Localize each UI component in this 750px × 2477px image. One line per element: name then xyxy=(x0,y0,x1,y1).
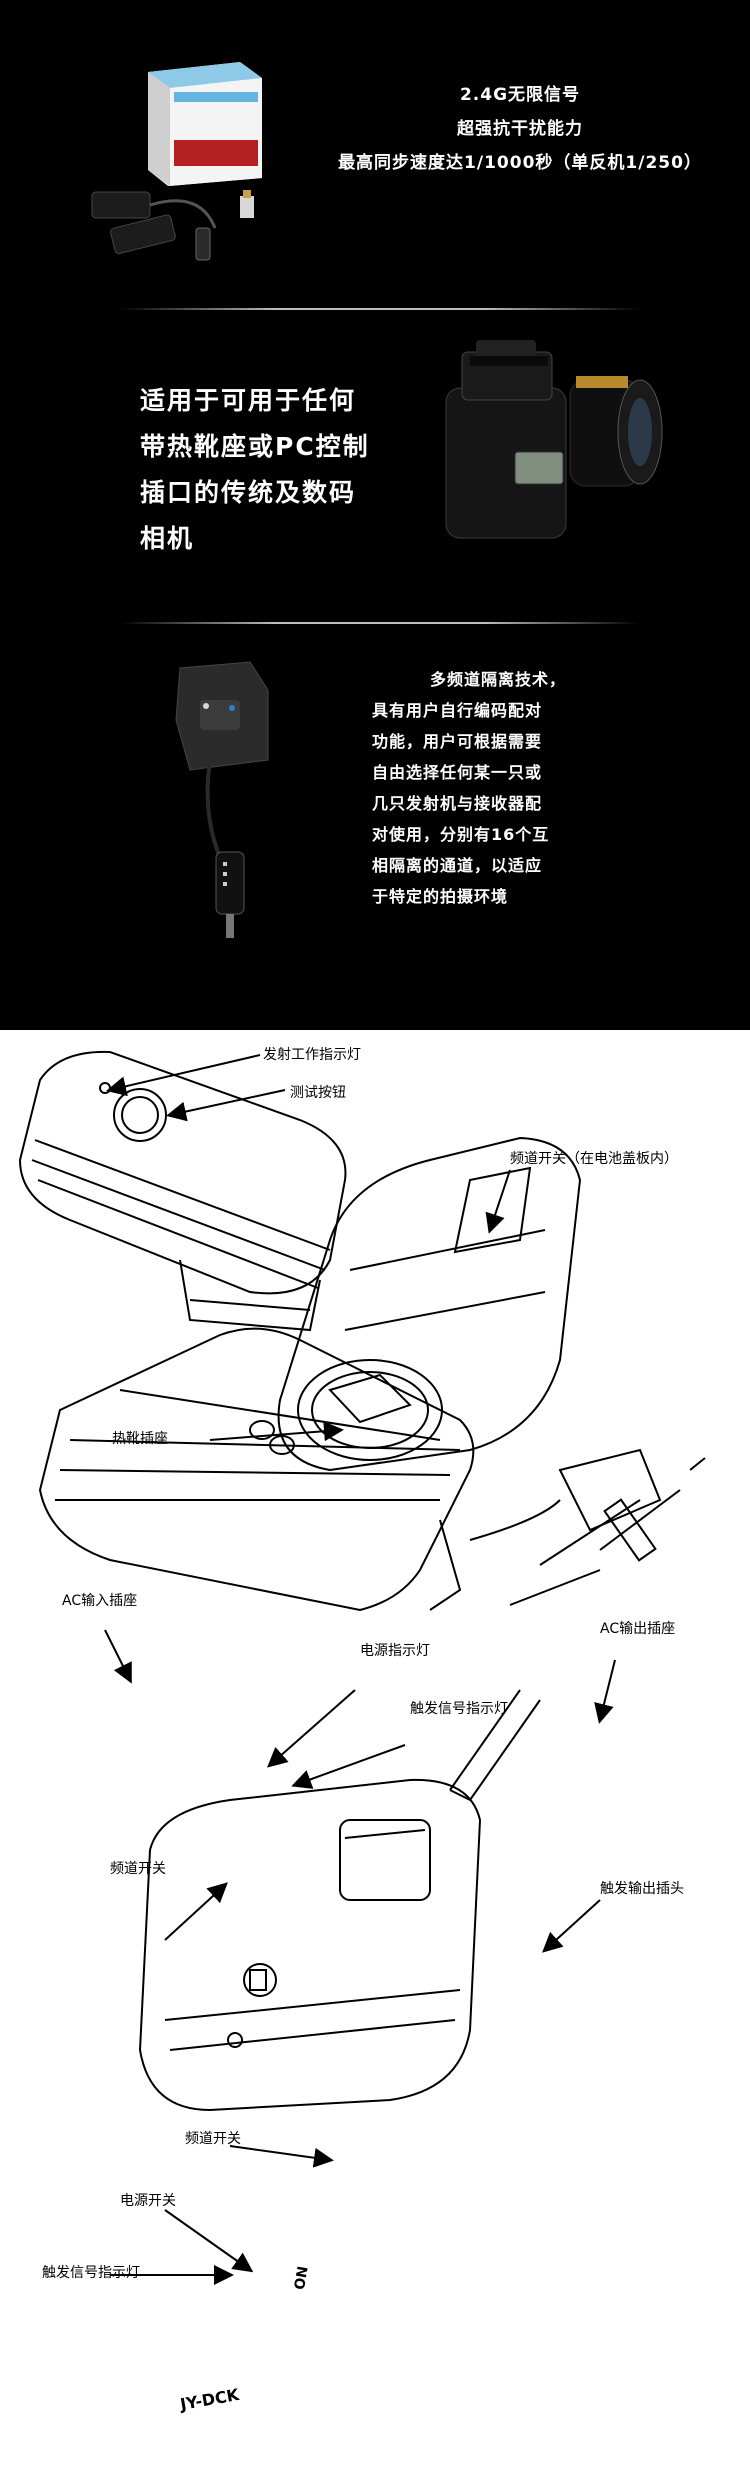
hand-receiver-drawing xyxy=(138,1778,482,2112)
label-ac-output: AC输出插座 xyxy=(600,1621,676,1637)
arrow-trigger-plug xyxy=(542,1899,601,1953)
divider-2 xyxy=(120,622,640,624)
device-line-drawings xyxy=(18,1050,706,2285)
compat-line-4: 相机 xyxy=(140,524,195,553)
arrow-channel-switch xyxy=(164,1882,228,1941)
feature-line-5: 几只发射机与接收器配 xyxy=(372,794,543,813)
arrow-hot-shoe xyxy=(209,1421,344,1442)
arrow-transmitter-led xyxy=(106,1054,261,1097)
divider-1 xyxy=(120,308,640,310)
receiver-drawing xyxy=(38,1327,475,1612)
label-channel-switch-battery: 频道开关（在电池盖板内） xyxy=(510,1151,678,1167)
receiver-with-cable xyxy=(175,661,269,938)
arrow-channel-battery xyxy=(485,1169,511,1234)
camera-illustration xyxy=(445,340,663,539)
hero-line-2: 超强抗干扰能力 xyxy=(457,119,583,139)
trigger-plug-drawing xyxy=(449,1689,541,1801)
feature-line-3: 功能，用户可根据需要 xyxy=(372,732,543,751)
dark-section: 2.4G无限信号 超强抗干扰能力 最高同步速度达1/1000秒（单反机1/250… xyxy=(0,0,750,1030)
feature-line-8: 于特定的拍摄环境 xyxy=(372,887,509,906)
ac-cable-drawing xyxy=(469,1448,706,1606)
label-channel-switch-2: 频道开关 xyxy=(185,2131,241,2147)
hero-line-3: 最高同步速度达1/1000秒（单反机1/250） xyxy=(338,153,702,173)
hero-line-1: 2.4G无限信号 xyxy=(459,85,581,105)
compat-line-1: 适用于可用于任何 xyxy=(140,386,357,415)
arrow-ac-output xyxy=(594,1659,616,1724)
label-power-switch: 电源开关 xyxy=(120,2193,176,2209)
label-power-led: 电源指示灯 xyxy=(360,1643,430,1659)
label-test-button: 测试按钮 xyxy=(290,1085,346,1101)
product-illustrations xyxy=(91,62,663,938)
label-trigger-plug: 触发输出插头 xyxy=(600,1881,684,1897)
arrow-channel-switch2 xyxy=(229,2145,334,2168)
receiver-units xyxy=(91,190,254,261)
transmitter-drawing xyxy=(18,1050,347,1332)
diagram-section: 发射工作指示灯 测试按钮 频道开关（在电池盖板内） 热靴插座 AC输入插座 电源… xyxy=(0,1030,750,2477)
compat-line-2: 带热靴座或PC控制 xyxy=(140,432,370,461)
label-ac-input: AC输入插座 xyxy=(62,1593,138,1609)
label-channel-switch: 频道开关 xyxy=(110,1861,166,1877)
feature-line-7: 相隔离的通道，以适应 xyxy=(372,856,543,875)
compat-line-3: 插口的传统及数码 xyxy=(140,478,357,507)
arrow-power-led xyxy=(267,1689,356,1768)
feature-line-4: 自由选择任何某一只或 xyxy=(372,763,543,782)
label-trigger-led-2: 触发信号指示灯 xyxy=(42,2265,140,2281)
label-transmitter-led: 发射工作指示灯 xyxy=(263,1047,361,1063)
feature-line-1: 多频道隔离技术， xyxy=(430,670,567,689)
feature-line-6: 对使用，分别有16个互 xyxy=(372,825,550,844)
product-box xyxy=(148,62,262,186)
feature-line-2: 具有用户自行编码配对 xyxy=(372,701,543,720)
arrow-trigger-led xyxy=(291,1744,406,1789)
label-trigger-led: 触发信号指示灯 xyxy=(410,1701,508,1717)
arrow-ac-input xyxy=(104,1629,132,1684)
label-hot-shoe: 热靴插座 xyxy=(112,1431,168,1447)
arrow-test-button xyxy=(166,1089,286,1122)
arrow-power-switch xyxy=(164,2209,254,2273)
hot-shoe-drawing xyxy=(277,1136,582,1472)
